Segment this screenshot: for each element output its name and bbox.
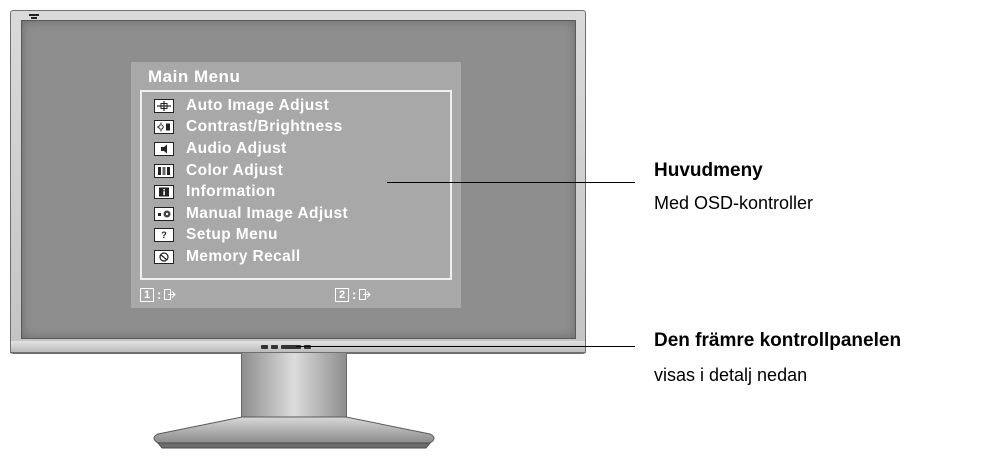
osd-item-label: Audio Adjust xyxy=(186,139,287,157)
osd-menu-list: Auto Image Adjust Contrast/Brightness Au… xyxy=(154,95,348,268)
osd-footer-key-2: 2 : xyxy=(335,287,372,302)
osd-main-menu: Main Menu Auto Image Adjust Contrast/Bri… xyxy=(131,62,461,308)
memory-recall-icon xyxy=(154,249,174,264)
osd-menu-box: Auto Image Adjust Contrast/Brightness Au… xyxy=(140,90,452,280)
main-menu-callout-title: Huvudmeny xyxy=(654,160,763,181)
monitor-stand-neck xyxy=(241,353,347,421)
brand-logo xyxy=(29,14,39,19)
power-button[interactable] xyxy=(304,345,311,349)
osd-item-label: Manual Image Adjust xyxy=(186,204,349,222)
control-button-1[interactable] xyxy=(261,345,268,349)
osd-item-memory-recall[interactable]: Memory Recall xyxy=(154,246,348,268)
osd-item-manual-image-adjust[interactable]: Manual Image Adjust xyxy=(154,203,348,225)
info-icon xyxy=(154,185,174,200)
osd-item-contrast-brightness[interactable]: Contrast/Brightness xyxy=(154,117,348,139)
osd-item-color-adjust[interactable]: Color Adjust xyxy=(154,160,348,182)
key-2-box: 2 xyxy=(335,287,349,302)
osd-title: Main Menu xyxy=(148,67,241,86)
osd-item-label: Contrast/Brightness xyxy=(186,118,343,136)
osd-item-label: Setup Menu xyxy=(186,226,278,244)
sun-contrast-icon xyxy=(154,120,174,135)
monitor-stand-base xyxy=(153,416,435,449)
key-1-box: 1 xyxy=(140,287,154,302)
osd-footer-key-1: 1 : xyxy=(140,287,177,302)
control-panel-callout-title: Den främre kontrollpanelen xyxy=(654,330,902,351)
control-button-2[interactable] xyxy=(271,345,278,349)
osd-item-information[interactable]: Information xyxy=(154,181,348,203)
key-1-separator: : xyxy=(157,287,162,302)
manual-adjust-icon xyxy=(154,206,174,221)
osd-item-auto-image-adjust[interactable]: Auto Image Adjust xyxy=(154,95,348,117)
speaker-icon xyxy=(154,141,174,156)
control-panel-callout-subtitle: visas i detalj nedan xyxy=(654,365,808,385)
osd-item-setup-menu[interactable]: ? Setup Menu xyxy=(154,225,348,247)
front-control-panel xyxy=(261,345,311,350)
osd-item-label: Memory Recall xyxy=(186,247,301,265)
osd-item-label: Color Adjust xyxy=(186,161,284,179)
question-icon: ? xyxy=(154,228,174,243)
main-menu-callout-subtitle: Med OSD-kontroller xyxy=(654,193,814,213)
osd-item-audio-adjust[interactable]: Audio Adjust xyxy=(154,138,348,160)
osd-item-label: Information xyxy=(186,183,276,201)
crosshair-icon xyxy=(154,98,174,113)
main-menu-leader-line xyxy=(387,182,635,183)
exit-icon xyxy=(164,289,177,300)
key-2-separator: : xyxy=(352,287,357,302)
control-panel-leader-line xyxy=(296,346,635,347)
color-bars-icon xyxy=(154,163,174,178)
control-button-up-down[interactable] xyxy=(281,345,301,349)
select-icon xyxy=(359,289,372,300)
osd-item-label: Auto Image Adjust xyxy=(186,96,330,114)
